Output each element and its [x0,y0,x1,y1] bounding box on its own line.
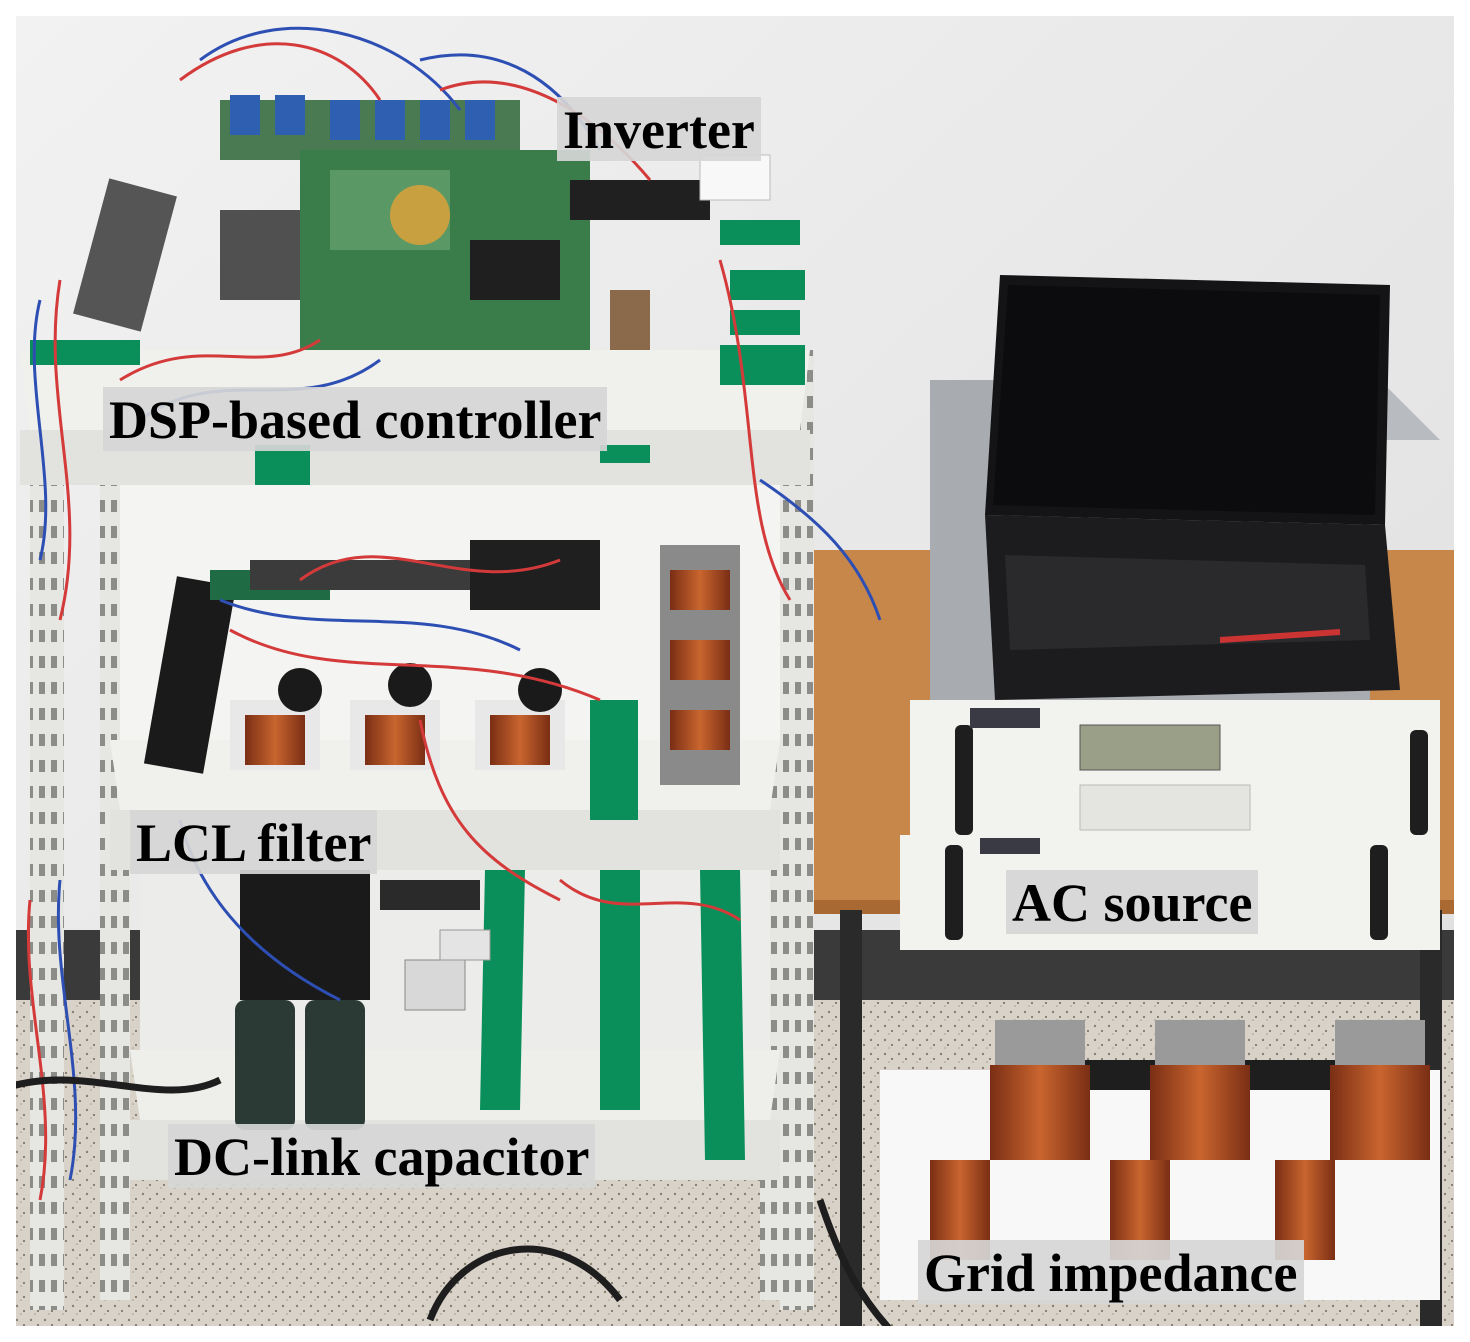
label-dsp-controller: DSP-based controller [103,387,608,451]
label-ac-source: AC source [1006,870,1259,934]
inverter-board [73,95,771,350]
dc-link-capacitors [235,870,491,1130]
label-inverter: Inverter [557,97,761,161]
label-lcl-filter: LCL filter [130,810,378,874]
green-tape [30,220,805,1160]
laptop [985,275,1400,700]
label-grid-impedance: Grid impedance [918,1240,1304,1304]
label-dc-link-capacitor: DC-link capacitor [168,1124,596,1188]
lcl-filter-hardware [143,540,740,785]
